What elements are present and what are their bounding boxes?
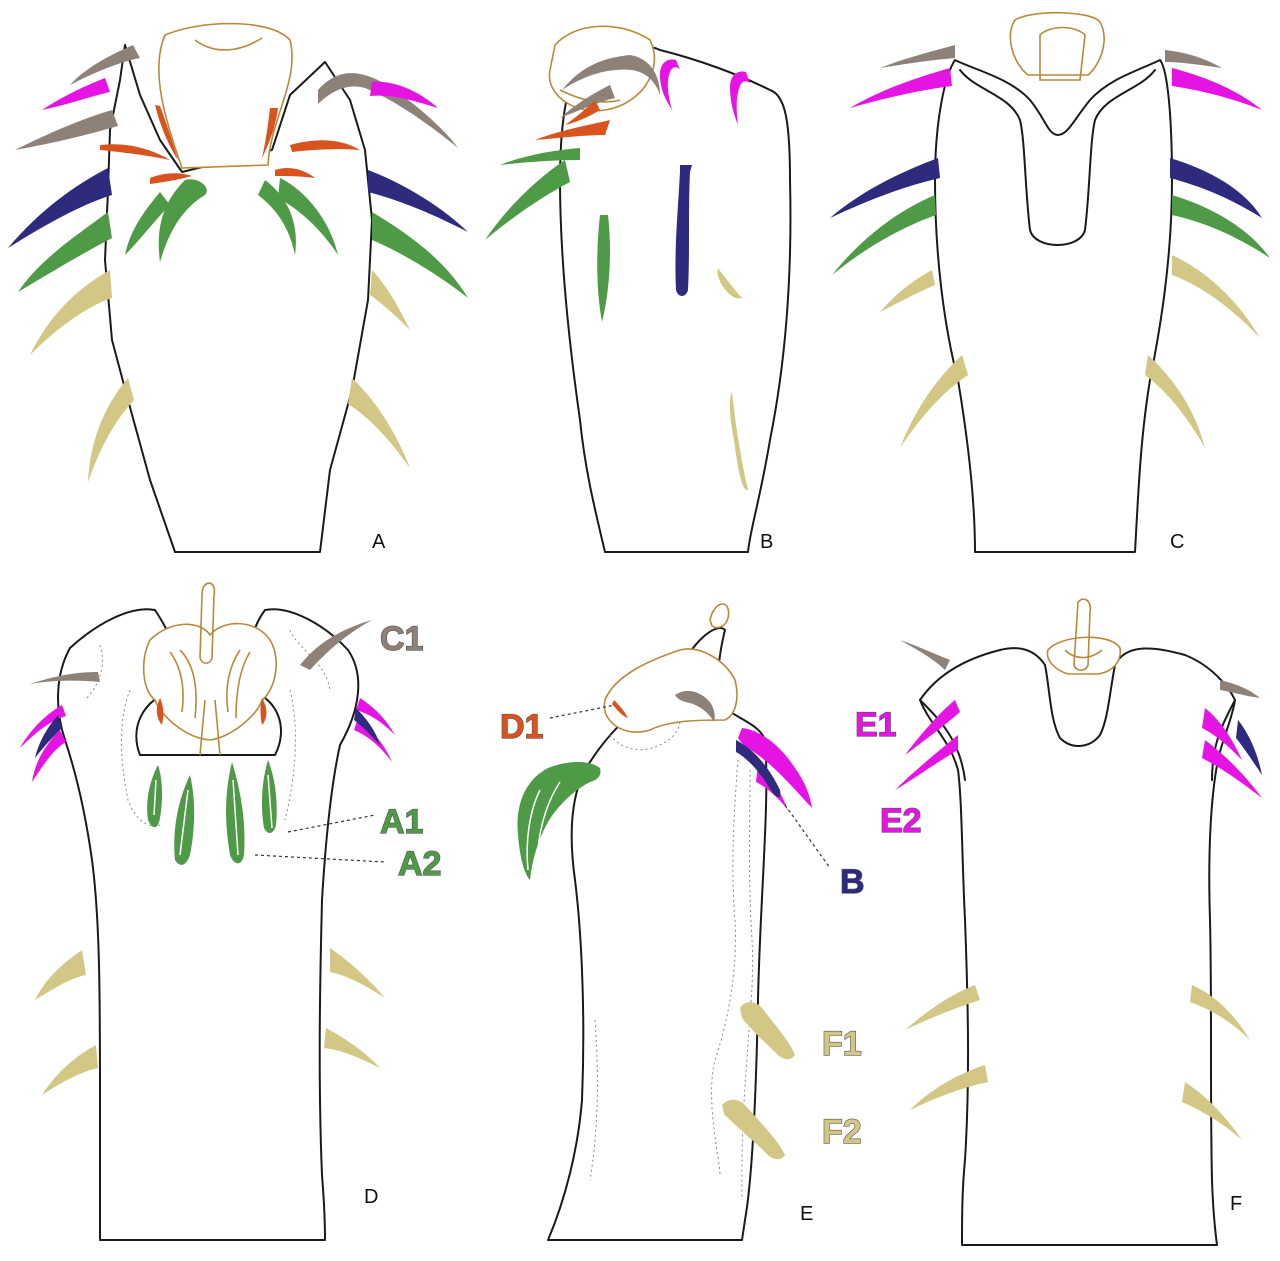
panel-f: E1 E2 F (855, 599, 1262, 1245)
label-b: B (840, 863, 865, 901)
panel-a: A (8, 24, 468, 553)
panel-letter: B (760, 531, 773, 553)
body-outline (935, 60, 1172, 552)
label-c1: C1 (380, 620, 423, 658)
b-chaeta (1236, 720, 1262, 775)
f-chaeta (348, 378, 410, 468)
label-a2: A2 (398, 845, 441, 883)
f-chaeta (30, 270, 112, 355)
panel-e: D1 B F1 F2 E (500, 604, 865, 1240)
label-d1: D1 (500, 708, 543, 746)
panel-d: C1 A1 A2 D (20, 583, 441, 1240)
f-chaeta (880, 270, 935, 312)
panel-letter: F (1230, 1193, 1242, 1215)
panel-letter: A (372, 531, 386, 553)
d-chaeta (261, 698, 267, 725)
label-e1: E1 (855, 706, 897, 744)
e-chaeta (850, 68, 952, 108)
body-outline (920, 648, 1235, 1245)
proboscis (1047, 637, 1120, 674)
body-outline (560, 46, 790, 552)
label-f1: F1 (822, 1025, 862, 1063)
f-chaeta (88, 378, 134, 482)
c-chaeta (900, 640, 950, 670)
c-chaeta (1165, 50, 1222, 68)
f-chaeta (330, 948, 385, 998)
panel-letter: C (1170, 531, 1184, 553)
e-chaeta (42, 78, 110, 110)
label-e2: E2 (880, 802, 922, 840)
proboscis (604, 649, 737, 732)
proboscis (159, 24, 292, 168)
panel-letter: E (800, 1203, 813, 1225)
label-a1: A1 (380, 803, 423, 841)
a-chaeta (372, 212, 468, 298)
a-chaeta (485, 160, 570, 240)
proboscis (1010, 13, 1104, 75)
c-chaeta (15, 110, 118, 150)
panel-b: B (485, 26, 790, 553)
e-chaeta (1172, 68, 1262, 110)
proboscis (144, 624, 277, 740)
f-chaeta (324, 1028, 380, 1068)
label-f2: F2 (822, 1113, 862, 1151)
c-chaeta (880, 45, 955, 68)
f-chaeta (1145, 355, 1205, 448)
f-chaeta (42, 1045, 98, 1095)
f-chaeta (900, 355, 968, 448)
f-chaeta (35, 950, 86, 1000)
e-chaeta (895, 735, 958, 790)
f-chaeta (1172, 255, 1260, 338)
panel-c: C (830, 13, 1270, 553)
a-chaeta (1172, 195, 1270, 258)
f-chaeta (370, 270, 410, 330)
panel-letter: D (364, 1186, 378, 1208)
